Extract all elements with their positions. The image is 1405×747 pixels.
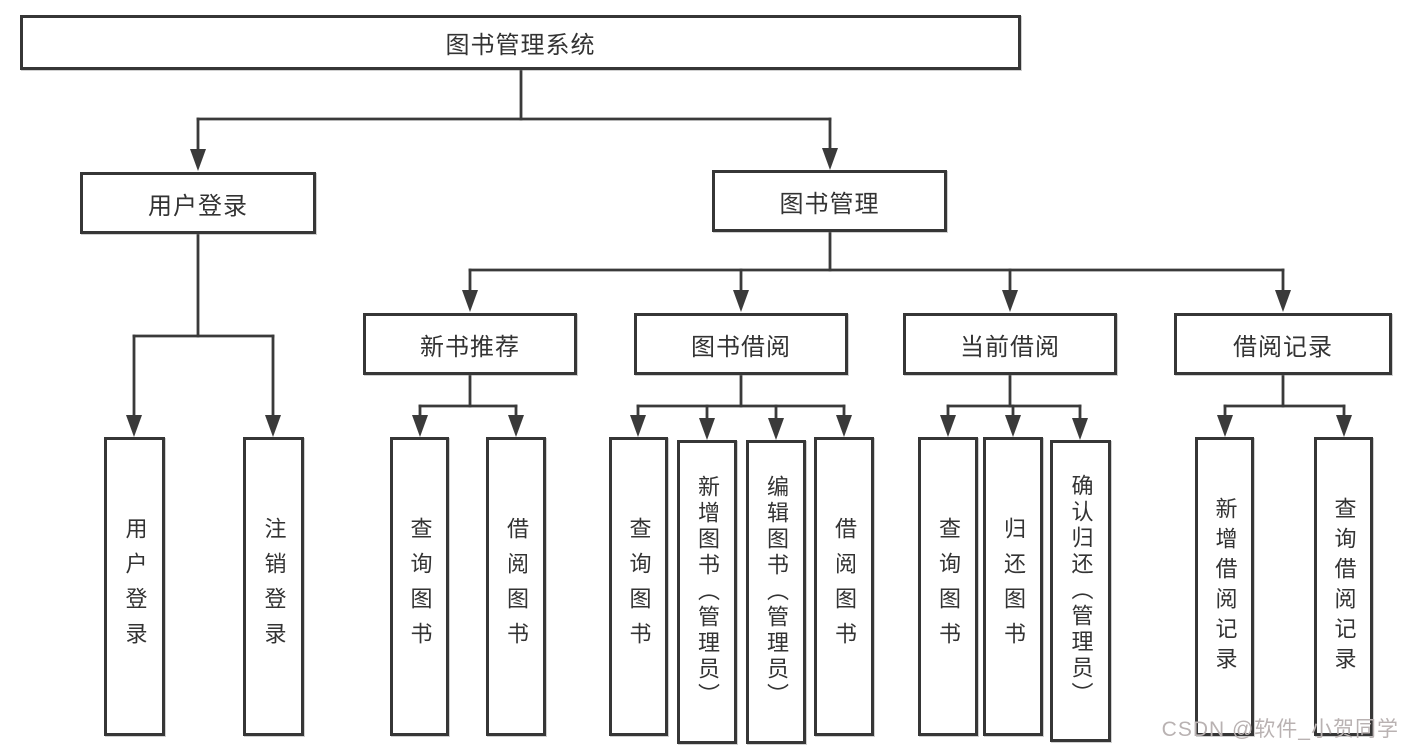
leaf-borrow-edit-books-admin: 编辑图书（管理员） (746, 440, 806, 744)
node-book-mgmt: 图书管理 (712, 170, 947, 232)
node-user-login: 用户登录 (80, 172, 316, 234)
leaf-user-login: 用户登录 (104, 437, 165, 736)
node-book-borrow: 图书借阅 (634, 313, 848, 375)
leaf-borrow-borrow-books: 借阅图书 (814, 437, 874, 736)
leaf-newbook-borrow-books: 借阅图书 (486, 437, 546, 736)
node-new-book-recommend: 新书推荐 (363, 313, 577, 375)
leaf-current-return-books: 归还图书 (983, 437, 1043, 736)
leaf-borrow-add-books-admin: 新增图书（管理员） (677, 440, 737, 744)
node-borrow-records: 借阅记录 (1174, 313, 1392, 375)
watermark: CSDN @软件_小贺同学 (1161, 718, 1399, 741)
leaf-newbook-query-books: 查询图书 (390, 437, 449, 736)
leaf-current-query-books: 查询图书 (918, 437, 978, 736)
leaf-logout: 注销登录 (243, 437, 304, 736)
leaf-records-add-record: 新增借阅记录 (1195, 437, 1254, 736)
leaf-records-query-record: 查询借阅记录 (1314, 437, 1373, 736)
node-current-borrow: 当前借阅 (903, 313, 1117, 375)
root-node: 图书管理系统 (20, 15, 1021, 70)
leaf-current-confirm-return-admin: 确认归还（管理员） (1050, 440, 1111, 742)
leaf-borrow-query-books: 查询图书 (609, 437, 668, 736)
